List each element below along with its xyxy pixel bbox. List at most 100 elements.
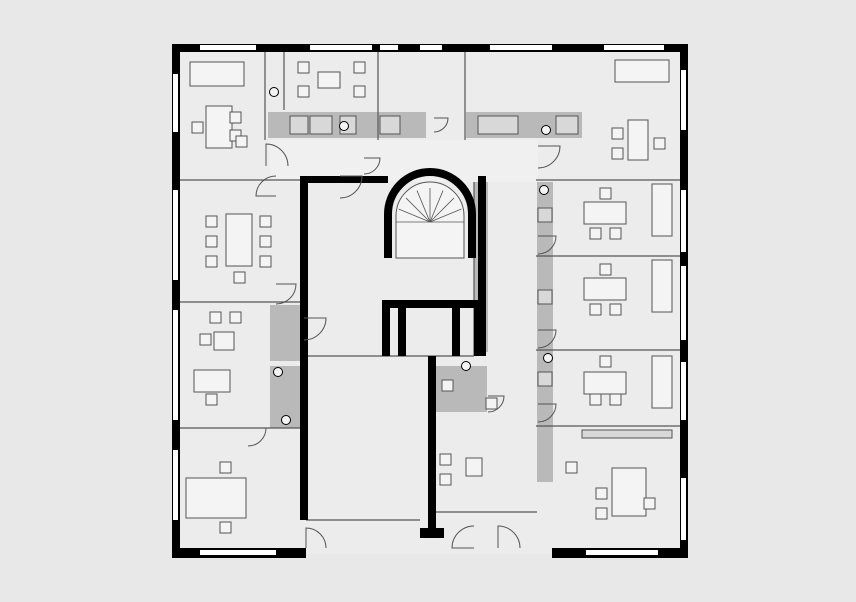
chair-icon — [219, 521, 232, 534]
sink-icon — [379, 115, 401, 135]
chair-icon — [259, 215, 272, 228]
doors-layer — [247, 117, 561, 549]
wall — [452, 300, 460, 356]
windows-layer — [173, 45, 686, 555]
chair-icon — [233, 271, 246, 284]
window — [380, 45, 398, 50]
chair-icon — [611, 147, 624, 160]
window — [173, 190, 178, 280]
door-swing-icon — [497, 525, 521, 549]
chair-icon — [205, 215, 218, 228]
desk-icon — [465, 457, 483, 477]
toilet-icon — [541, 125, 551, 135]
stair-step — [429, 208, 462, 223]
desk-icon — [189, 61, 245, 87]
chair-icon — [595, 507, 608, 520]
stair-step — [405, 197, 431, 223]
chair-icon — [229, 311, 242, 324]
service-area — [537, 182, 553, 482]
stair-step — [429, 197, 455, 223]
desk-icon — [185, 477, 247, 519]
wall — [382, 300, 486, 308]
desk-icon — [213, 331, 235, 351]
wall — [474, 300, 482, 356]
wall — [172, 296, 180, 306]
door-swing-icon — [265, 143, 289, 167]
cabinet — [537, 371, 553, 387]
stair-step — [429, 190, 444, 223]
chair-icon — [259, 235, 272, 248]
service-area — [433, 366, 487, 412]
door-swing-icon — [275, 283, 297, 305]
stair-step — [398, 208, 431, 223]
wall — [420, 528, 444, 538]
door-swing-icon — [537, 329, 557, 349]
window — [310, 45, 372, 50]
window — [173, 450, 178, 520]
desk-icon — [651, 183, 673, 237]
chair-icon — [609, 303, 622, 316]
door-swing-icon — [537, 145, 561, 169]
toilet-icon — [339, 121, 349, 131]
window — [681, 70, 686, 130]
chair-icon — [589, 303, 602, 316]
chair-icon — [297, 85, 310, 98]
desk-icon — [193, 369, 231, 393]
chair-icon — [589, 393, 602, 406]
wall — [680, 346, 688, 354]
cabinet — [537, 289, 553, 305]
chair-icon — [199, 333, 212, 346]
door-swing-icon — [537, 403, 557, 423]
chair-icon — [609, 393, 622, 406]
chair-icon — [297, 61, 310, 74]
chair-icon — [589, 227, 602, 240]
wall — [300, 176, 308, 520]
sink-icon — [477, 115, 519, 135]
window — [681, 190, 686, 252]
window — [604, 45, 664, 50]
door-swing-icon — [451, 525, 475, 549]
chair-icon — [611, 127, 624, 140]
toilet-icon — [461, 361, 471, 371]
toilet-icon — [539, 185, 549, 195]
wall — [398, 300, 406, 356]
window — [200, 550, 276, 555]
window — [420, 45, 442, 50]
wall — [680, 424, 688, 432]
door-swing-icon — [255, 175, 277, 197]
door-swing-icon — [339, 175, 363, 199]
window — [586, 550, 658, 555]
chair-icon — [565, 461, 578, 474]
door-swing-icon — [305, 527, 327, 549]
window — [200, 45, 256, 50]
desk-icon — [205, 105, 233, 149]
wall — [172, 424, 180, 434]
chair-icon — [205, 255, 218, 268]
window — [681, 266, 686, 340]
window — [681, 478, 686, 540]
chair-icon — [191, 121, 204, 134]
window — [173, 74, 178, 132]
chair-icon — [653, 137, 666, 150]
chair-icon — [643, 497, 656, 510]
door-swing-icon — [487, 395, 505, 413]
chair-icon — [353, 85, 366, 98]
desk-icon — [317, 71, 341, 89]
wall — [478, 176, 486, 356]
cabinet — [581, 429, 673, 439]
service-area — [270, 305, 300, 361]
sink-icon — [309, 115, 333, 135]
window — [681, 362, 686, 420]
wall — [172, 176, 180, 186]
desk-icon — [583, 371, 627, 395]
toilet-icon — [269, 87, 279, 97]
chair-icon — [219, 461, 232, 474]
chair-icon — [599, 355, 612, 368]
corridor-north — [270, 140, 538, 182]
desk-icon — [583, 201, 627, 225]
cabinet — [537, 207, 553, 223]
toilet-icon — [273, 367, 283, 377]
door-swing-icon — [537, 235, 557, 255]
chair-icon — [209, 311, 222, 324]
